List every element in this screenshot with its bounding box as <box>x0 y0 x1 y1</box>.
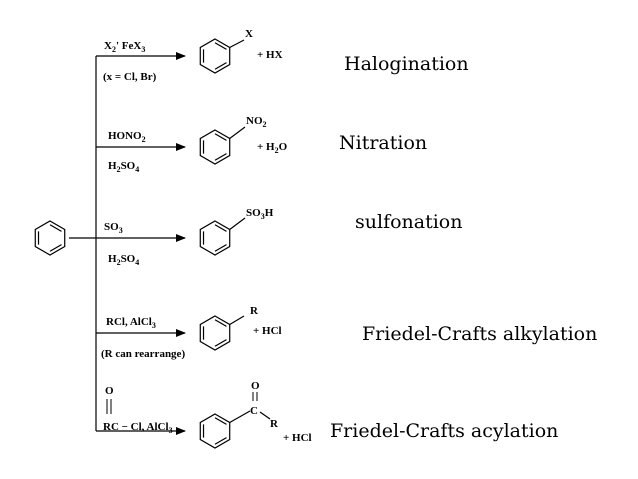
byproduct: + H2O <box>257 141 288 155</box>
acyl-r-group: R <box>270 418 279 430</box>
substituent-bond <box>229 217 246 230</box>
ring-outline <box>199 38 231 74</box>
ring-double-bond <box>49 244 62 252</box>
ring-outline <box>34 220 66 256</box>
byproduct: + HCl <box>283 432 312 444</box>
ring-double-bond <box>214 153 227 161</box>
reaction-acylation: O RC − Cl, AlCl3 C O R + HCl Friedel-Cra… <box>96 380 558 449</box>
ring-double-bond <box>214 133 227 141</box>
acyl-ring-bond <box>229 410 251 424</box>
acyl-r-bond <box>259 411 271 420</box>
reagent-above: RCl, AlCl3 <box>106 316 156 330</box>
substituent-bond <box>229 315 245 326</box>
reaction-name: Halogination <box>344 53 469 75</box>
reagent-below: (x = Cl, Br) <box>103 71 157 83</box>
product-benzene <box>199 220 231 256</box>
reagent-below: H2SO4 <box>108 160 139 174</box>
substituent-label: R <box>250 305 259 317</box>
ring-outline <box>199 413 231 449</box>
product-benzene <box>199 129 231 165</box>
substituent-label: X <box>245 28 253 40</box>
ring-double-bond <box>214 62 227 70</box>
start-benzene <box>34 220 66 256</box>
reagent-above: HONO2 <box>108 130 146 144</box>
reaction-alkylation: RCl, AlCl3 (R can rearrange) R + HCl Fri… <box>96 305 597 360</box>
reagent-below: H2SO4 <box>108 253 139 267</box>
reagent-oxygen: O <box>105 385 114 397</box>
reagent-below: (R can rearrange) <box>101 348 185 360</box>
reagent-above: SO3 <box>104 221 123 235</box>
reaction-sulfonation: SO3 H2SO4 SO3H sulfonation <box>96 207 463 267</box>
substituent-label: SO3H <box>246 207 274 221</box>
byproduct: + HCl <box>253 325 282 337</box>
substituent-label: NO2 <box>246 115 267 129</box>
acyl-oxygen: O <box>251 380 260 392</box>
substituent-bond <box>229 126 246 139</box>
ring-double-bond <box>214 244 227 252</box>
reaction-halogination: X2' FeX3 (x = Cl, Br) X + HX Haloginatio… <box>96 28 469 83</box>
reaction-nitration: HONO2 H2SO4 NO2 + H2O Nitration <box>96 115 427 174</box>
acyl-carbon: C <box>250 405 258 417</box>
ring-double-bond <box>214 437 227 445</box>
ring-double-bond <box>214 42 227 50</box>
reaction-name: sulfonation <box>355 211 463 233</box>
ring-double-bond <box>49 224 62 232</box>
ring-outline <box>199 129 231 165</box>
reagent-above: RC − Cl, AlCl3 <box>103 421 173 435</box>
product-benzene <box>199 413 231 449</box>
ring-outline <box>199 220 231 256</box>
reagent-above: X2' FeX3 <box>104 40 145 54</box>
ring-double-bond <box>214 417 227 425</box>
reaction-name: Nitration <box>339 132 427 154</box>
ring-double-bond <box>214 224 227 232</box>
byproduct: + HX <box>257 49 283 61</box>
ring-double-bond <box>214 319 227 327</box>
substituent-bond <box>229 39 245 49</box>
reaction-name: Friedel-Crafts alkylation <box>362 323 597 345</box>
product-benzene <box>199 38 231 74</box>
ring-outline <box>199 315 231 351</box>
product-benzene <box>199 315 231 351</box>
ring-double-bond <box>214 339 227 347</box>
reaction-name: Friedel-Crafts acylation <box>330 420 558 442</box>
